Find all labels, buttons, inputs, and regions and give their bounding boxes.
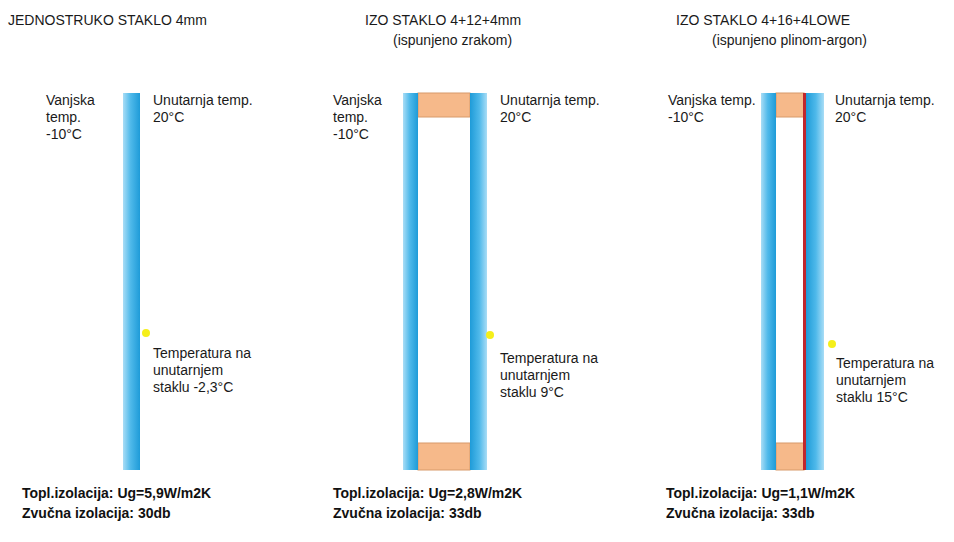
inside-temp: Unutarnja temp. 20°C xyxy=(500,92,610,126)
outside-temp: Vanjska temp. -10°C xyxy=(333,92,399,143)
low-e-coating xyxy=(803,93,806,470)
measure-dot xyxy=(828,340,836,348)
glass-pane xyxy=(806,93,824,470)
thermal-rating: Topl.izolacija: Ug=1,1W/m2K xyxy=(666,485,855,502)
glass-pane xyxy=(761,93,776,470)
outside-temp: Vanjska temp. -10°C xyxy=(668,92,756,126)
sound-rating: Zvučna izolacija: 33db xyxy=(333,505,482,522)
inside-temp: Unutarnja temp. 20°C xyxy=(835,92,945,126)
glass-temp: Temperatura na unutarnjem staklu 15°C xyxy=(836,355,944,406)
thermal-rating: Topl.izolacija: Ug=5,9W/m2K xyxy=(22,485,211,502)
column-title: JEDNOSTRUKO STAKLO 4mm xyxy=(8,12,207,29)
sound-rating: Zvučna izolacija: 30db xyxy=(22,505,171,522)
inside-temp: Unutarnja temp. 20°C xyxy=(153,92,263,126)
glass-temp: Temperatura na unutarnjem staklu -2,3°C xyxy=(153,345,261,396)
column-title: IZO STAKLO 4+16+4LOWE xyxy=(676,12,850,29)
glass-pane xyxy=(470,93,487,470)
spacer xyxy=(776,443,804,470)
sound-rating: Zvučna izolacija: 33db xyxy=(666,505,815,522)
spacer xyxy=(776,93,804,117)
measure-dot xyxy=(486,331,494,339)
column-subtitle: (ispunjeno zrakom) xyxy=(393,32,512,49)
glass-pane xyxy=(123,93,140,470)
column-subtitle: (ispunjeno plinom-argon) xyxy=(712,32,867,49)
spacer xyxy=(418,93,470,117)
glass-temp: Temperatura na unutarnjem staklu 9°C xyxy=(500,350,608,401)
spacer xyxy=(418,443,470,470)
column-title: IZO STAKLO 4+12+4mm xyxy=(365,12,521,29)
measure-dot xyxy=(142,329,150,337)
thermal-rating: Topl.izolacija: Ug=2,8W/m2K xyxy=(333,485,522,502)
glass-pane xyxy=(403,93,418,470)
outside-temp: Vanjska temp. -10°C xyxy=(46,92,118,143)
